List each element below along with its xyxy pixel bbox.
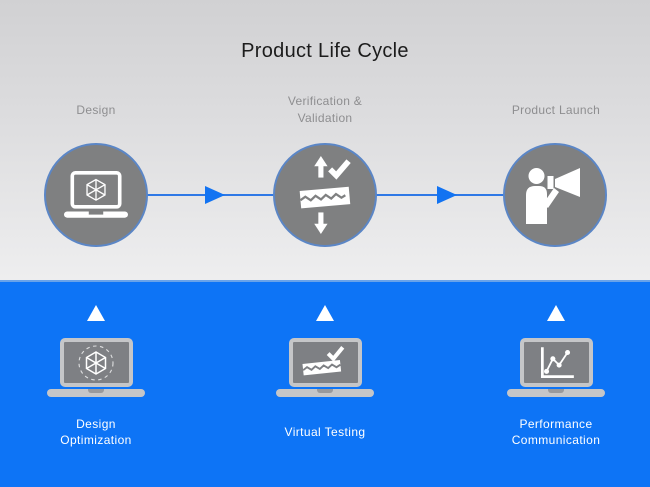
triangle-up-icon xyxy=(87,305,105,321)
bottom-stage-design-optimization: Design Optimization xyxy=(6,282,186,487)
triangle-up-icon xyxy=(316,305,334,321)
laptop-hinge xyxy=(317,389,333,393)
laptop-base xyxy=(47,389,145,397)
material-test-check-icon xyxy=(296,155,354,235)
bottom-label-performance-communication: Performance Communication xyxy=(511,417,601,447)
stage-circle-verification-validation xyxy=(273,143,377,247)
stage-label-verification-validation: Verification & Validation xyxy=(287,94,363,125)
stage-label-design: Design xyxy=(76,102,116,117)
triangle-up-icon xyxy=(547,305,565,321)
laptop-base xyxy=(507,389,605,397)
laptop-screen xyxy=(519,338,593,387)
person-megaphone-icon xyxy=(523,166,587,224)
laptop-cad-icon xyxy=(63,171,129,219)
stage-circle-product-launch xyxy=(503,143,607,247)
laptop-hinge xyxy=(548,389,564,393)
laptop-wireframe-cube-icon xyxy=(47,338,145,397)
laptop-performance-chart-icon xyxy=(507,338,605,397)
top-section: Product Life Cycle Design Verification &… xyxy=(0,0,650,280)
laptop-screen xyxy=(59,338,133,387)
laptop-base xyxy=(276,389,374,397)
laptop-hinge xyxy=(88,389,104,393)
laptop-screen xyxy=(288,338,362,387)
bottom-stage-virtual-testing: Virtual Testing xyxy=(235,282,415,487)
arrow-right-icon xyxy=(205,186,225,204)
stage-label-product-launch: Product Launch xyxy=(511,102,601,117)
bottom-label-virtual-testing: Virtual Testing xyxy=(284,425,366,439)
bottom-label-design-optimization: Design Optimization xyxy=(60,417,132,447)
laptop-test-check-icon xyxy=(276,338,374,397)
bottom-stage-performance-communication: Performance Communication xyxy=(466,282,646,487)
page-title: Product Life Cycle xyxy=(241,40,409,62)
arrow-right-icon xyxy=(437,186,457,204)
stage-circle-design xyxy=(44,143,148,247)
bottom-section: Design Optimization xyxy=(0,280,650,487)
